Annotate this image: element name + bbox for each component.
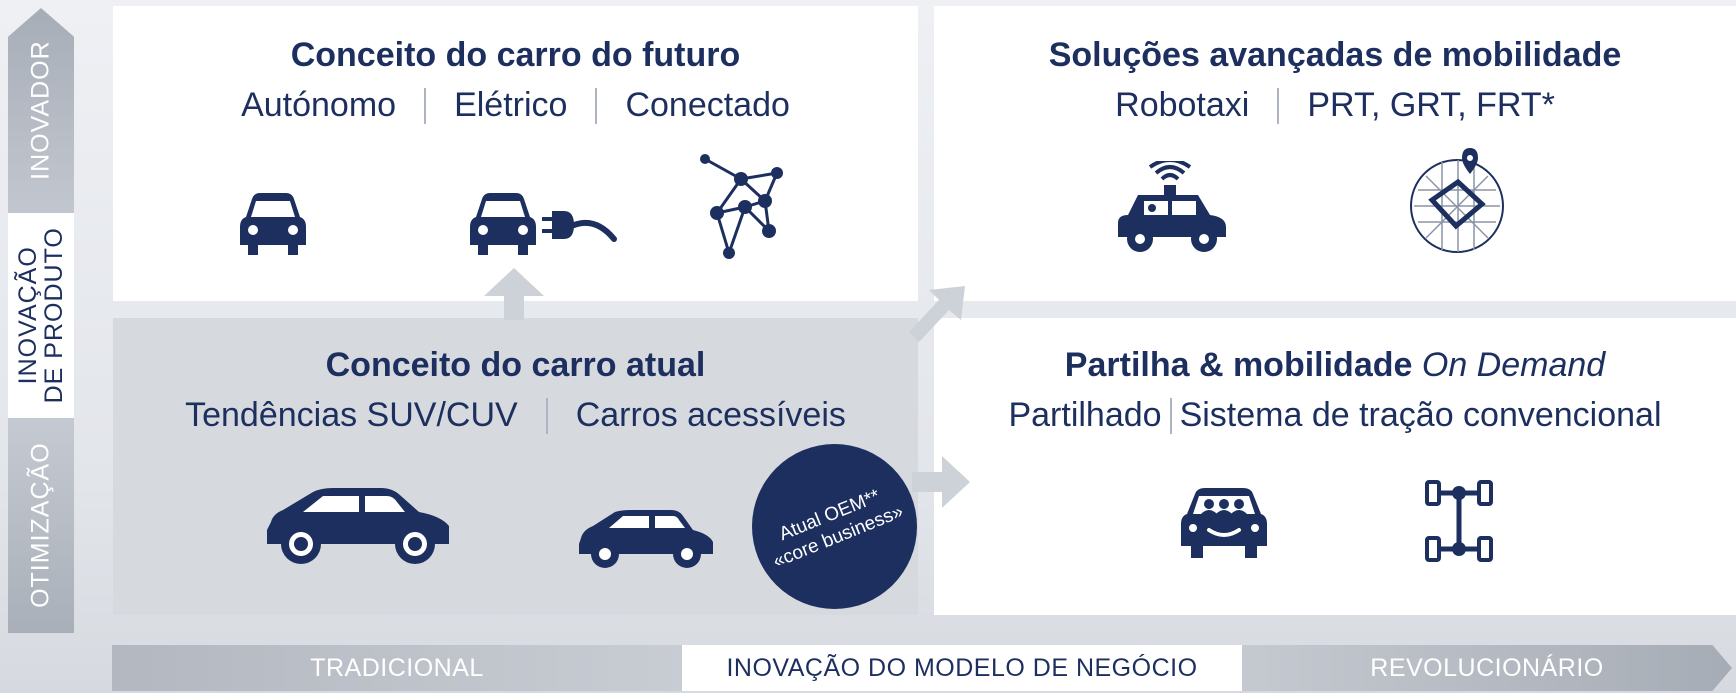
electric-car-plug-icon [468,191,618,259]
compact-car-icon [575,508,715,570]
axis-label-otimizacao: OTIMIZAÇÃO [8,418,74,633]
quadrant-subtitle: Partilhado Sistema de tração convenciona… [934,396,1736,435]
quadrant-subtitle: Tendências SUV/CUV Carros acessíveis [113,396,918,435]
core-business-badge: Atual OEM** «core business» [752,444,917,609]
title-italic: On Demand [1421,346,1606,384]
axis-label-tradicional: TRADICIONAL [112,645,682,691]
item-prt-grt-frt: PRT, GRT, FRT* [1307,86,1555,124]
separator [1277,87,1280,124]
robotaxi-icon [1114,161,1229,256]
axis-label-line2: DE PRODUTO [40,227,69,404]
quadrant-title: Conceito do carro do futuro [290,36,741,74]
separator [424,87,427,124]
title-bold: Partilha & mobilidade [1064,346,1413,384]
arrow-diagonal [905,286,965,351]
horizontal-axis: TRADICIONAL INOVAÇÃO DO MODELO DE NEGÓCI… [112,645,1732,691]
item-sistema-tracao: Sistema de tração convencional [1179,396,1662,434]
quadrant-title: Conceito do carro atual [325,346,706,384]
item-suv-cuv: Tendências SUV/CUV [185,396,518,434]
drivetrain-icon [1424,478,1494,564]
axis-label-inovador: INOVADOR [8,8,74,213]
quadrant-future-car: Conceito do carro do futuro Autónomo Elé… [113,6,918,301]
quadrant-title: Soluções avançadas de mobilidade [1048,36,1622,74]
axis-label-revolucionario: REVOLUCIONÁRIO [1242,645,1732,691]
shared-car-passengers-icon [1179,484,1269,562]
car-front-icon [238,191,308,259]
separator [595,87,598,124]
separator [545,397,548,434]
network-nodes-icon [693,151,803,261]
item-conectado: Conectado [625,86,790,124]
transit-map-icon [1402,146,1512,256]
axis-label-line1: INOVAÇÃO [13,246,42,385]
item-eletrico: Elétrico [454,86,568,124]
arrow-right [912,456,970,513]
axis-label-modelo-negocio: INOVAÇÃO DO MODELO DE NEGÓCIO [682,645,1242,691]
quadrant-subtitle: Autónomo Elétrico Conectado [113,86,918,125]
item-partilhado: Partilhado [1008,396,1162,434]
quadrant-sharing-on-demand: Partilha & mobilidade On Demand Partilha… [934,318,1736,615]
quadrant-subtitle: Robotaxi PRT, GRT, FRT* [934,86,1736,125]
quadrant-advanced-mobility: Soluções avançadas de mobilidade Robotax… [934,6,1736,301]
item-carros-acessiveis: Carros acessíveis [575,396,846,434]
separator [1169,397,1172,434]
item-autonomo: Autónomo [241,86,397,124]
arrow-up [484,268,544,325]
quadrant-title: Partilha & mobilidade On Demand [934,346,1736,385]
suv-icon [263,486,453,566]
item-robotaxi: Robotaxi [1115,86,1250,124]
